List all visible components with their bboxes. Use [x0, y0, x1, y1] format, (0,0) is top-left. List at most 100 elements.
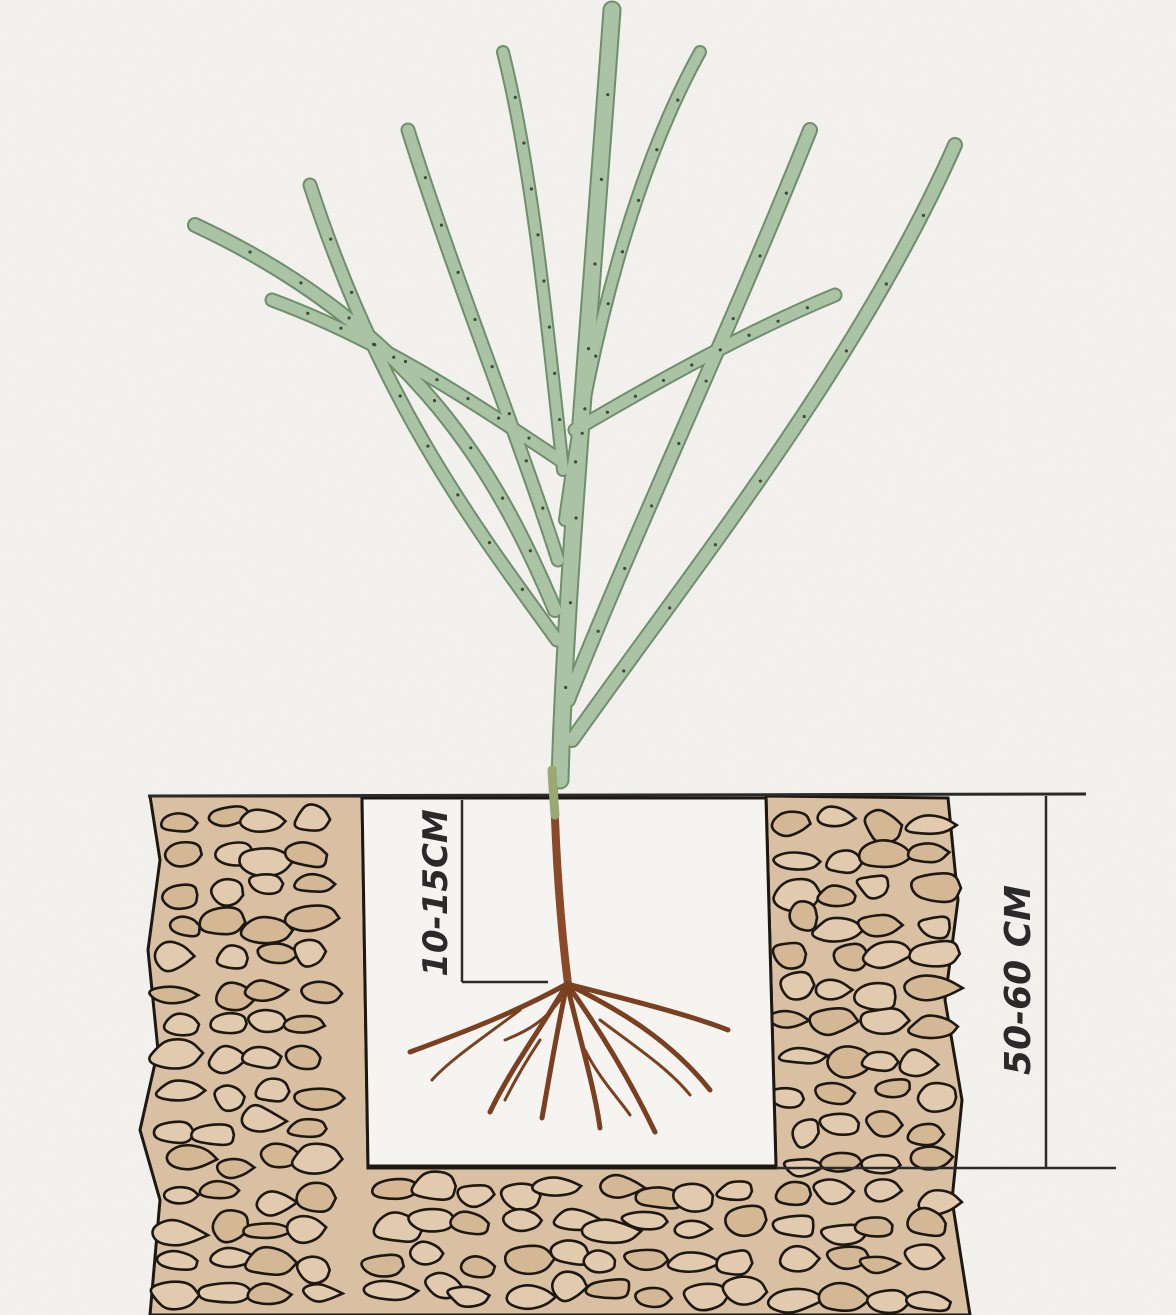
- bark-mark: [529, 549, 532, 552]
- label-pit-depth: 50-60 СМ: [998, 885, 1039, 1075]
- soil-clod: [286, 1046, 321, 1069]
- soil-clod: [154, 1122, 194, 1143]
- soil-clod: [505, 1246, 554, 1274]
- bark-mark: [803, 415, 806, 418]
- bark-mark: [606, 411, 609, 414]
- soil-clod: [826, 850, 863, 872]
- bark-mark: [885, 282, 888, 285]
- soil-clod: [191, 1124, 234, 1144]
- soil-clod: [200, 907, 246, 934]
- soil-clod: [781, 972, 815, 999]
- bark-mark: [514, 96, 517, 99]
- soil-clod: [862, 1155, 901, 1173]
- soil-clod: [855, 1217, 892, 1236]
- soil-clod: [211, 879, 243, 905]
- soil-clod: [248, 1010, 286, 1032]
- bark-mark: [456, 271, 459, 274]
- bark-mark: [541, 507, 544, 510]
- bark-mark: [350, 291, 353, 294]
- bark-mark: [677, 442, 680, 445]
- soil-clod: [790, 901, 817, 930]
- bark-mark: [548, 326, 551, 329]
- bark-mark: [714, 543, 717, 546]
- label-root-collar-depth: 10-15СМ: [416, 809, 456, 977]
- bark-mark: [497, 417, 500, 420]
- bark-mark: [542, 279, 545, 282]
- soil-clod: [584, 1251, 615, 1273]
- bark-mark: [488, 541, 491, 544]
- bark-mark: [521, 588, 524, 591]
- bark-mark: [676, 98, 679, 101]
- bark-mark: [456, 493, 459, 496]
- bark-mark: [690, 363, 693, 366]
- bark-mark: [299, 281, 302, 284]
- soil-clod: [908, 1124, 944, 1145]
- soil-clod: [867, 1290, 910, 1313]
- bark-mark: [607, 302, 610, 305]
- bark-mark: [501, 496, 504, 499]
- bark-mark: [347, 316, 350, 319]
- bark-mark: [574, 516, 577, 519]
- bark-mark: [637, 199, 640, 202]
- bark-mark: [668, 606, 671, 609]
- bark-mark: [424, 176, 427, 179]
- bark-mark: [747, 334, 750, 337]
- bark-mark: [466, 397, 469, 400]
- soil-clod: [918, 1083, 956, 1112]
- bark-mark: [433, 399, 436, 402]
- soil-clod: [875, 1079, 909, 1097]
- bark-mark: [469, 446, 472, 449]
- bark-mark: [759, 479, 762, 482]
- bark-mark: [508, 412, 511, 415]
- bark-mark: [650, 504, 653, 507]
- soil-clod: [717, 1250, 753, 1274]
- bark-mark: [606, 93, 609, 96]
- bark-mark: [435, 378, 438, 381]
- bark-mark: [329, 237, 332, 240]
- soil-clod: [862, 1052, 898, 1071]
- bark-mark: [622, 669, 625, 672]
- soil-clod: [256, 1079, 290, 1102]
- bark-mark: [306, 312, 309, 315]
- bark-mark: [623, 567, 626, 570]
- bark-mark: [473, 318, 476, 321]
- soil-clod: [776, 1182, 811, 1205]
- bark-mark: [922, 214, 925, 217]
- bark-mark: [553, 372, 556, 375]
- bark-mark: [491, 365, 494, 368]
- bark-mark: [574, 460, 577, 463]
- soil-clod: [284, 1016, 325, 1033]
- bark-mark: [404, 360, 407, 363]
- bark-mark: [776, 320, 779, 323]
- bark-mark: [536, 233, 539, 236]
- soil-clod: [165, 842, 202, 866]
- bark-mark: [564, 686, 567, 689]
- bark-mark: [806, 306, 809, 309]
- bark-mark: [525, 459, 528, 462]
- soil-clod: [723, 1277, 767, 1305]
- soil-clod: [297, 1183, 336, 1212]
- soil-clod: [408, 1209, 455, 1231]
- bark-mark: [704, 379, 707, 382]
- soil-clod: [215, 1086, 245, 1111]
- ground-line: [148, 794, 1086, 796]
- bark-mark: [845, 349, 848, 352]
- bark-mark: [655, 148, 658, 151]
- bark-mark: [248, 250, 251, 253]
- bark-mark: [634, 395, 637, 398]
- sapling-root-collar: [552, 770, 555, 815]
- bark-mark: [593, 262, 596, 265]
- bark-mark: [583, 407, 586, 410]
- bark-mark: [440, 224, 443, 227]
- soil-clod: [161, 813, 197, 831]
- bark-mark: [662, 379, 665, 382]
- soil-clod: [635, 1288, 671, 1307]
- bark-mark: [558, 418, 561, 421]
- bark-mark: [758, 254, 761, 257]
- bark-mark: [426, 444, 429, 447]
- soil-clod: [911, 873, 961, 902]
- soil-clod: [199, 1283, 254, 1303]
- bark-mark: [581, 432, 584, 435]
